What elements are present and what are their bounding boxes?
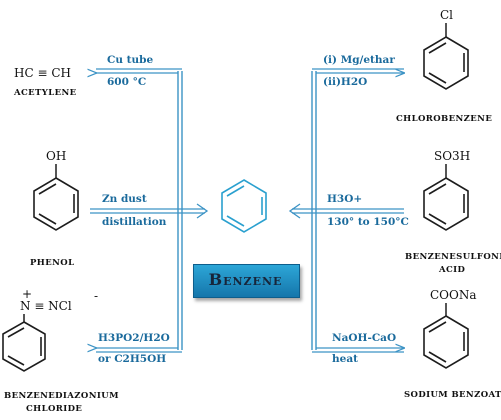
condition-sulfonic-2: 130° to 150°C bbox=[327, 216, 409, 228]
condition-benzoate-1: NaOH-CaO bbox=[332, 332, 396, 344]
condition-acetylene-2: 600 °C bbox=[107, 76, 146, 88]
right-connector bbox=[311, 71, 317, 350]
title-banner bbox=[193, 264, 300, 298]
sulfonic-name-line2: ACID bbox=[438, 265, 466, 275]
diagram-title: Benzene bbox=[208, 270, 283, 289]
chloro-name: CHLOROBENZENE bbox=[396, 114, 492, 124]
phenol-name: PHENOL bbox=[30, 258, 74, 268]
benzoate-ring bbox=[423, 315, 469, 369]
acetylene-formula: HC ≡ CH bbox=[14, 66, 71, 80]
sulfonic-substituent: SO3H bbox=[434, 149, 470, 163]
chlorobenzene-ring bbox=[423, 36, 469, 90]
sulfonic-arrowhead bbox=[288, 203, 301, 219]
benzene-ring-center bbox=[221, 179, 267, 233]
condition-chloro-2: (ii)H2O bbox=[323, 76, 367, 88]
condition-phenol-1: Zn dust bbox=[102, 193, 147, 205]
condition-benzoate-2: heat bbox=[332, 353, 358, 365]
phenol-arrowhead bbox=[196, 203, 209, 219]
diazonium-name-line1: BENZENEDIAZONIUM bbox=[4, 391, 119, 401]
condition-chloro-1: (i) Mg/ethar bbox=[323, 54, 395, 66]
phenol-ring bbox=[33, 177, 79, 231]
condition-phenol-2: distillation bbox=[102, 216, 167, 228]
diazonium-charge-minus: - bbox=[94, 289, 98, 303]
diazonium-substituent: N ≡ NCl bbox=[20, 299, 72, 313]
condition-diazonium-1: H3PO2/H2O bbox=[98, 332, 170, 344]
benzoate-name: SODIUM BENZOATE bbox=[404, 390, 501, 400]
benzoate-substituent: COONa bbox=[430, 288, 477, 302]
diazonium-name-line2: CHLORIDE bbox=[26, 404, 82, 414]
sulfonic-name-line1: BENZENESULFONIC bbox=[405, 252, 501, 262]
diazonium-ring bbox=[2, 321, 46, 372]
phenol-substituent: OH bbox=[46, 149, 66, 163]
condition-sulfonic-1: H3O+ bbox=[327, 193, 362, 205]
condition-acetylene-1: Cu tube bbox=[107, 54, 153, 66]
sulfonic-ring bbox=[423, 177, 469, 231]
left-connector bbox=[177, 71, 183, 350]
chloro-substituent: Cl bbox=[440, 8, 453, 22]
diazonium-charge-plus: + bbox=[22, 287, 32, 301]
acetylene-name: ACETYLENE bbox=[13, 88, 77, 98]
condition-diazonium-2: or C2H5OH bbox=[98, 353, 166, 365]
